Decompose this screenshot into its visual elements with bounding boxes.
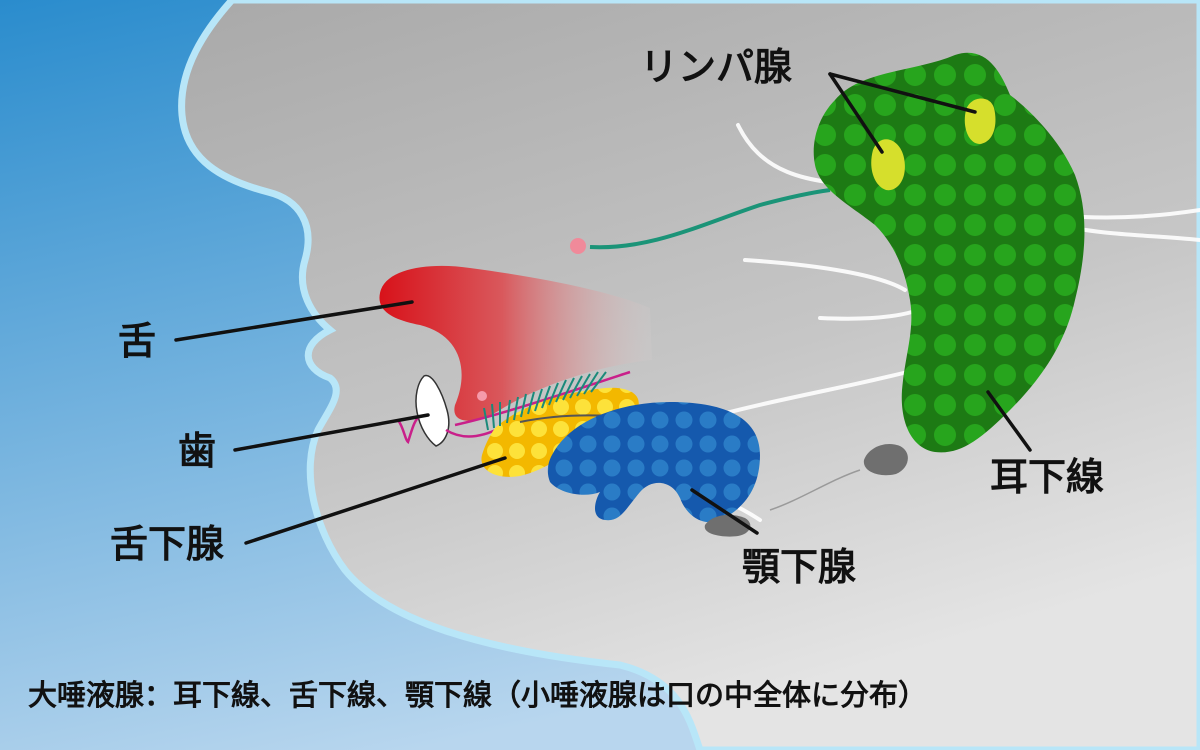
tongue [379,265,652,421]
lymph-node-gray [863,443,908,476]
label-lymph-gland: リンパ腺 [640,45,793,89]
minor-ducts [483,371,607,431]
sublingual-gland [481,387,639,477]
label-sublingual-gland: 舌下腺 [110,522,225,566]
tongue-dot [477,391,487,401]
tooth-nerve [396,414,421,444]
label-parotid-gland: 耳下線 [990,455,1105,499]
label-submandibular-gland: 顎下腺 [742,545,857,589]
submandibular-gland [547,402,760,523]
label-tooth: 歯 [178,429,217,473]
leader-lines [174,72,1032,545]
label-tongue: 舌 [118,319,157,363]
parotid-duct [589,188,831,250]
tooth [415,374,450,447]
frenulum-line [454,370,631,427]
caption: 大唾液腺：耳下線、舌下線、顎下線（小唾液腺は口の中全体に分布） [28,678,928,712]
vessel-line [769,469,861,511]
duct-opening [570,238,586,254]
lymph-node-1 [871,139,905,191]
